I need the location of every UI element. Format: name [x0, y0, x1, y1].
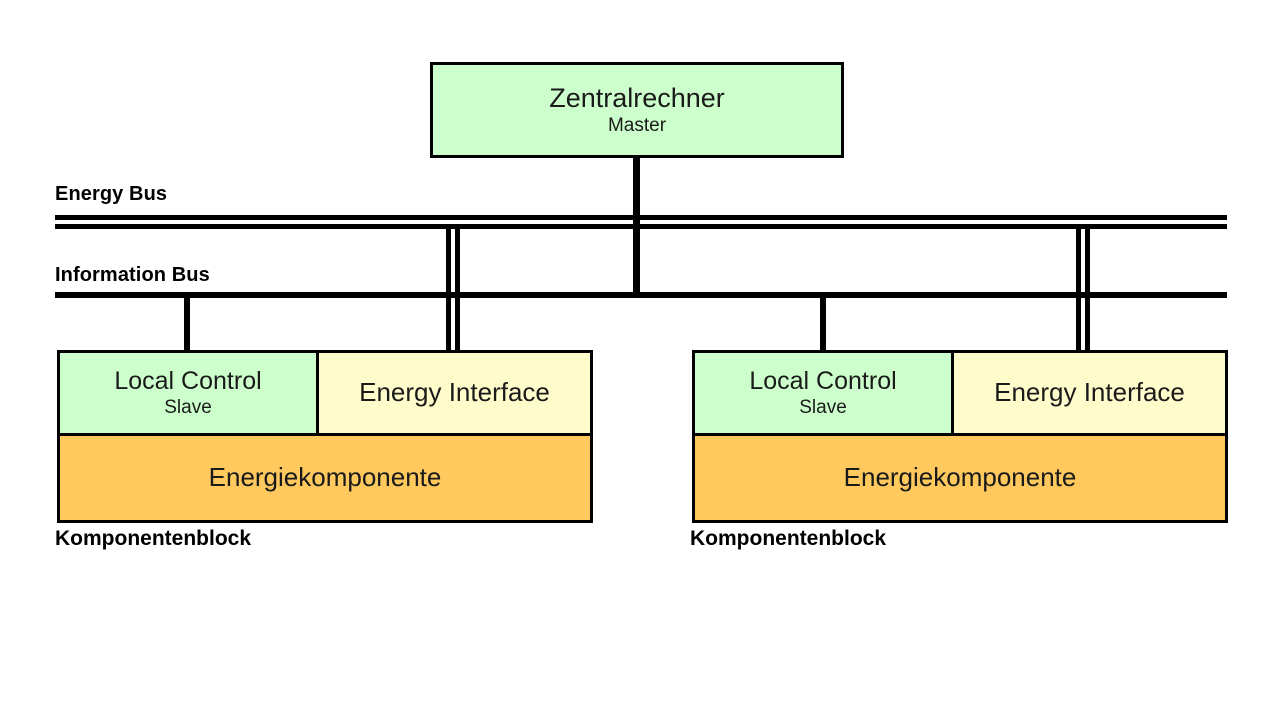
central-computer-role: Master [607, 115, 667, 137]
right-component-block-caption: Komponentenblock [690, 527, 887, 550]
left-local-control-role: Slave [164, 397, 212, 419]
right-energy-component-title: Energiekomponente [843, 462, 1077, 493]
right-energy-interface-title: Energy Interface [994, 377, 1185, 408]
central-computer-title: Zentralrechner [549, 83, 725, 114]
left-energy-interface-title: Energy Interface [359, 377, 550, 408]
left-energy-connector-line-b [455, 224, 460, 352]
right-energy-component-box[interactable]: Energiekomponente [692, 433, 1228, 523]
right-energy-interface-box[interactable]: Energy Interface [951, 350, 1228, 436]
energy-bus-label: Energy Bus [55, 183, 168, 205]
energy-bus-line-upper [55, 215, 1227, 220]
information-bus-label: Information Bus [55, 264, 210, 286]
right-energy-connector-line-b [1085, 224, 1090, 352]
left-local-control-title: Local Control [114, 367, 262, 396]
left-information-connector [184, 296, 190, 352]
left-energy-component-title: Energiekomponente [208, 462, 442, 493]
left-local-control-box[interactable]: Local Control Slave [57, 350, 319, 436]
left-energy-interface-box[interactable]: Energy Interface [316, 350, 593, 436]
left-energy-component-box[interactable]: Energiekomponente [57, 433, 593, 523]
left-energy-connector-line-a [446, 224, 451, 352]
right-local-control-box[interactable]: Local Control Slave [692, 350, 954, 436]
energy-bus-line-lower [55, 224, 1227, 229]
right-information-connector [820, 296, 826, 352]
information-bus-line [55, 292, 1227, 298]
right-local-control-title: Local Control [749, 367, 897, 396]
right-local-control-role: Slave [799, 397, 847, 419]
right-energy-connector-line-a [1076, 224, 1081, 352]
central-computer-box[interactable]: Zentralrechner Master [430, 62, 844, 158]
left-component-block-caption: Komponentenblock [55, 527, 252, 550]
